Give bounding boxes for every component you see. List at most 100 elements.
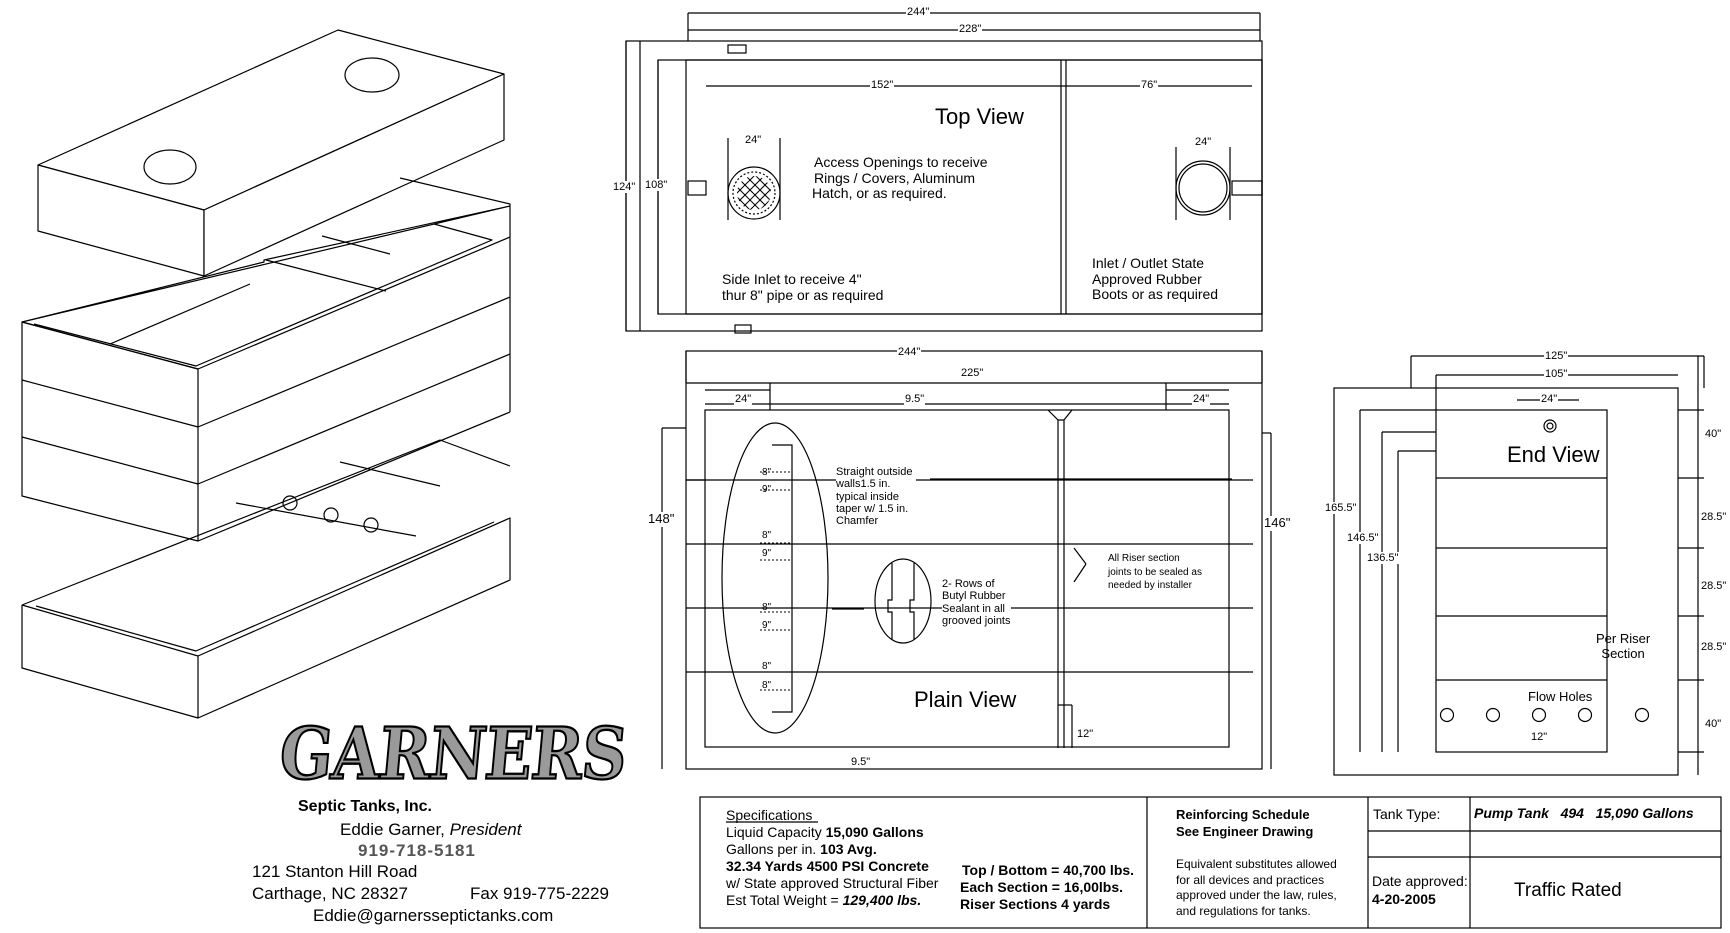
reinforcing-note-line: approved under the law, rules,	[1176, 888, 1337, 903]
end-dim-h2: 146.5"	[1346, 532, 1380, 545]
top-note-access: Access Openings to receive Rings / Cover…	[812, 154, 988, 202]
top-note-inlet-outlet-line: Approved Rubber	[1092, 270, 1202, 287]
top-note-side-inlet-line: Side Inlet to receive 4"	[722, 271, 862, 287]
top-dim-height-outer: 124"	[612, 181, 637, 194]
plain-view-drawing	[661, 350, 1272, 770]
top-view-title: Top View	[935, 104, 1024, 129]
flow-holes	[1439, 707, 1650, 723]
traffic-rating: Traffic Rated	[1514, 880, 1622, 901]
reinforcing-note: Equivalent substitutes allowed for all d…	[1176, 857, 1337, 919]
flow-holes-label: Flow Holes	[1528, 689, 1593, 704]
spec-fiber: w/ State approved Structural Fiber	[726, 875, 939, 891]
plain-note-butyl-line: grooved joints	[942, 614, 1011, 627]
plain-dim-height-right: 146"	[1264, 515, 1291, 531]
plain-dim-right-open: 24"	[1192, 393, 1211, 406]
president: Eddie Garner, President	[340, 820, 521, 839]
reinforcing-note-line: and regulations for tanks.	[1176, 903, 1311, 918]
plain-note-riser: All Riser section joints to be sealed as…	[1108, 552, 1202, 593]
plain-dim-mid: 9.5"	[904, 393, 926, 406]
plain-note-walls: Straight outside walls1.5 in. typical in…	[836, 466, 917, 528]
end-note-riser-line: Per Riser	[1596, 631, 1651, 646]
plain-note-riser-line: needed by installer	[1108, 580, 1192, 591]
end-dim-section: 28.5"	[1700, 641, 1728, 654]
joint-dim: 8"	[762, 530, 772, 541]
top-dim-opening-right: 24"	[1194, 136, 1213, 149]
iso-lid	[37, 29, 505, 277]
top-note-inlet-outlet-line: Boots or as required	[1092, 286, 1219, 303]
tank-type-value: Pump Tank 494 15,090 Gallons	[1474, 805, 1694, 821]
top-dim-outer: 244"	[906, 6, 931, 19]
company-subtitle: Septic Tanks, Inc.	[298, 798, 432, 815]
end-dim-section: 40"	[1704, 718, 1723, 731]
spec-weight-value: 129,400 lbs.	[842, 892, 922, 908]
plain-note-riser-line: All Riser section	[1108, 553, 1180, 564]
joint-dim: 9"	[762, 484, 772, 495]
title-block	[699, 796, 1722, 929]
plain-dim-outer: 244"	[897, 346, 922, 359]
plain-note-walls-line: walls1.5 in.	[836, 478, 891, 491]
joint-dim: 9"	[762, 620, 772, 631]
spec-gallons-per-in-value: 103 Avg.	[820, 841, 877, 857]
top-note-side-inlet: Side Inlet to receive 4" thur 8" pipe or…	[722, 271, 883, 303]
iso-base	[21, 439, 511, 719]
top-note-inlet-outlet-line: Inlet / Outlet State	[1092, 255, 1205, 271]
reinforcing-note-line: Equivalent substitutes allowed	[1176, 857, 1337, 871]
tank-type-label: Tank Type:	[1373, 806, 1441, 822]
end-dim-section: 28.5"	[1700, 511, 1728, 524]
company-address-line1: 121 Stanton Hill Road	[252, 862, 418, 881]
plain-note-butyl-line: Sealant in all	[942, 602, 1005, 615]
company-phone: 919-718-5181	[358, 841, 476, 860]
end-dim-outer: 125"	[1544, 350, 1569, 363]
isometric-tank-drawing	[21, 29, 511, 719]
spec-heading: Specifications	[726, 807, 813, 823]
top-note-inlet-outlet: Inlet / Outlet State Approved Rubber Boo…	[1092, 255, 1219, 303]
top-dim-right-chamber: 76"	[1140, 79, 1159, 92]
president-name: Eddie Garner,	[340, 820, 445, 839]
top-note-access-line: Hatch, or as required.	[812, 185, 947, 202]
spec-weight: Est Total Weight = 129,400 lbs.	[726, 892, 922, 909]
spec-riser-sections: Riser Sections 4 yards	[960, 896, 1111, 912]
top-view-drawing	[625, 12, 1263, 334]
plain-note-walls-line: Straight outside	[836, 466, 913, 478]
flow-holes-dim: 12"	[1530, 731, 1549, 744]
end-view-title: End View	[1507, 442, 1600, 467]
plain-note-walls-line: typical inside	[836, 490, 899, 503]
plain-dim-inner: 225"	[960, 367, 985, 380]
spec-concrete: 32.34 Yards 4500 PSI Concrete	[726, 858, 929, 874]
reinforcing-line1: Reinforcing Schedule	[1176, 807, 1310, 822]
spec-liquid-capacity-label: Liquid Capacity	[726, 824, 822, 840]
end-dim-inner: 105"	[1544, 368, 1569, 381]
joint-dim: 9"	[762, 548, 772, 559]
spec-weight-label: Est Total Weight =	[726, 892, 839, 908]
end-note-riser-line: Section	[1601, 645, 1645, 661]
reinforcing-note-line: for all devices and practices	[1176, 872, 1325, 887]
spec-gallons-per-in: Gallons per in. 103 Avg.	[726, 841, 877, 858]
end-dim-section: 28.5"	[1700, 580, 1728, 593]
joint-dim: 8"	[762, 661, 772, 672]
top-dim-height-inner: 108"	[644, 179, 669, 192]
end-view-drawing	[1333, 355, 1705, 776]
end-note-riser: Per Riser Section	[1596, 631, 1651, 661]
plain-dim-bottom: 9.5"	[850, 756, 872, 769]
end-dim-h3: 136.5"	[1366, 552, 1400, 565]
spec-each-section: Each Section = 16,00lbs.	[960, 879, 1124, 895]
end-dim-opening: 24"	[1540, 393, 1559, 406]
plain-dim-baffle: 12"	[1076, 728, 1095, 741]
date-approved-value: 4-20-2005	[1372, 891, 1436, 907]
spec-liquid-capacity-value: 15,090 Gallons	[825, 824, 924, 840]
top-dim-inner: 228"	[958, 23, 983, 36]
top-note-access-line: Rings / Covers, Aluminum	[814, 169, 976, 186]
company-email: Eddie@garnersseptictanks.com	[313, 906, 554, 925]
end-dim-section: 40"	[1704, 428, 1723, 441]
top-dim-opening-left: 24"	[744, 134, 763, 147]
joint-dim: 8"	[762, 602, 772, 613]
plain-note-butyl-line: 2- Rows of	[942, 578, 995, 590]
joint-dim: 8"	[762, 467, 772, 478]
plain-note-butyl-line: Butyl Rubber	[942, 590, 1006, 603]
plain-dim-left-open: 24"	[734, 393, 753, 406]
company-address-line2: Carthage, NC 28327	[252, 884, 408, 903]
reinforcing-line2: See Engineer Drawing	[1176, 824, 1314, 839]
plain-note-walls-line: Chamfer	[836, 515, 879, 528]
date-approved-label: Date approved:	[1372, 873, 1468, 889]
